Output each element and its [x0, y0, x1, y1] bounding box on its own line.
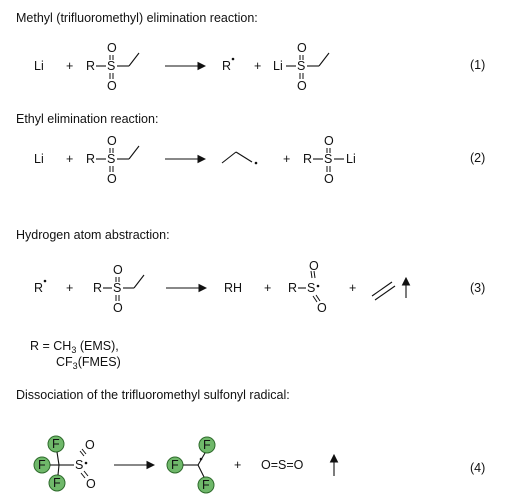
eq4-plus: +: [234, 458, 241, 472]
eq4-f-product-top: F: [203, 438, 211, 452]
eq3-s-product: S: [307, 281, 315, 295]
eq3-r: R: [34, 281, 43, 295]
eq3-r-product: R: [288, 281, 297, 295]
eq1-o-top-product: O: [297, 41, 307, 55]
r-definition-line-1: R = CH3 (EMS),: [30, 339, 119, 355]
heading-hydrogen-abstraction: Hydrogen atom abstraction:: [16, 228, 170, 242]
eq4-s: S: [75, 458, 83, 472]
eq2-plus-1: +: [66, 152, 73, 166]
equation-number-2: (2): [470, 151, 486, 165]
eq3-o-top: O: [113, 263, 123, 277]
eq3-r-reactant: R: [93, 281, 102, 295]
eq1-plus-2: +: [254, 59, 261, 73]
equation-3: R + R S O O RH + R S O O +: [34, 259, 411, 315]
fluorine-atom-product-bottom: [197, 476, 215, 494]
eq2-r-product: R: [303, 152, 312, 166]
eq2-s: S: [107, 152, 115, 166]
eq1-li-product: Li: [273, 59, 283, 73]
eq4-o-bottom: O: [86, 477, 96, 491]
equation-1: Li + R S O O R + Li S O O: [34, 41, 330, 93]
eq4-o-top: O: [85, 438, 95, 452]
eq1-o-top: O: [107, 41, 117, 55]
eq2-plus-2: +: [283, 152, 290, 166]
eq2-r: R: [86, 152, 95, 166]
eq2-s-product: S: [324, 152, 332, 166]
heading-methyl-elimination: Methyl (trifluoromethyl) elimination rea…: [16, 11, 258, 25]
eq4-f-bottom: F: [53, 476, 61, 490]
eq3-s: S: [113, 281, 121, 295]
eq1-r-product: R: [222, 59, 231, 73]
eq3-plus-1: +: [66, 281, 73, 295]
fluorine-atom-product-top: [198, 436, 216, 454]
equation-2: Li + R S O O + R S O O Li: [34, 134, 356, 186]
eq1-s: S: [107, 59, 115, 73]
eq1-li: Li: [34, 59, 44, 73]
eq4-f-product-left: F: [171, 458, 179, 472]
eq2-o-top-product: O: [324, 134, 334, 148]
eq1-o-bottom: O: [107, 79, 117, 93]
equation-4: F F F S O O F F F + O=S=O: [33, 435, 339, 494]
heading-ethyl-elimination: Ethyl elimination reaction:: [16, 112, 159, 126]
equation-number-3: (3): [470, 281, 486, 295]
eq4-so2: O=S=O: [261, 458, 304, 472]
eq1-s-product: S: [297, 59, 305, 73]
equation-number-4: (4): [470, 461, 486, 475]
eq2-o-bottom-product: O: [324, 172, 334, 186]
eq3-o-bottom: O: [113, 301, 123, 315]
eq2-li: Li: [34, 152, 44, 166]
eq1-r: R: [86, 59, 95, 73]
eq3-plus-3: +: [349, 281, 356, 295]
eq4-f-left: F: [38, 458, 46, 472]
eq1-o-bottom-product: O: [297, 79, 307, 93]
fluorine-atom-bottom: [48, 474, 66, 492]
eq1-plus-1: +: [66, 59, 73, 73]
eq3-rh: RH: [224, 281, 242, 295]
eq4-f-top: F: [52, 437, 60, 451]
eq4-f-product-bottom: F: [202, 478, 210, 492]
eq2-o-bottom: O: [107, 172, 117, 186]
eq2-o-top: O: [107, 134, 117, 148]
eq3-plus-2: +: [264, 281, 271, 295]
fluorine-atom-top: [47, 435, 65, 453]
equation-number-1: (1): [470, 58, 486, 72]
eq3-o-top-product: O: [309, 259, 319, 273]
eq3-o-bottom-product: O: [317, 301, 327, 315]
heading-dissociation: Dissociation of the trifluoromethyl sulf…: [16, 388, 290, 402]
r-definition-line-2: CF3(FMES): [56, 355, 121, 371]
eq2-li-product: Li: [346, 152, 356, 166]
